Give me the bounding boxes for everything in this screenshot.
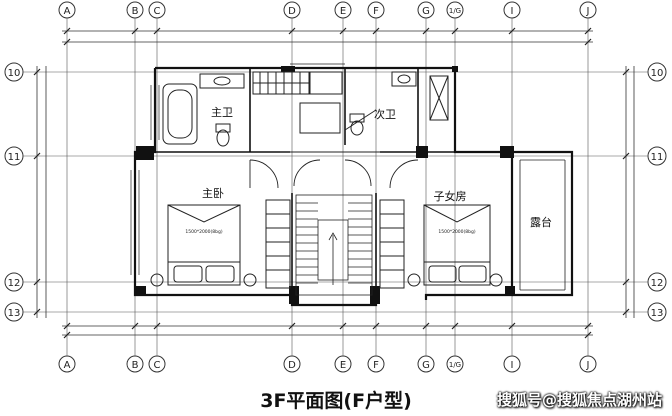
axis-bubble-G-top: G xyxy=(417,1,435,19)
axis-label-D-bottom: D xyxy=(288,360,296,371)
axis-bubble-12-left: 12 xyxy=(4,272,24,292)
room-labels: 主卫 次卫 主卧 子女房 露台 xyxy=(202,106,552,229)
axis-bubble-13-right: 13 xyxy=(647,302,667,322)
axis-label-C-bottom: C xyxy=(154,360,161,371)
axis-bubble-11-right: 11 xyxy=(647,146,667,166)
axis-bubble-E-bottom: E xyxy=(334,355,352,373)
axis-label-A-bottom: A xyxy=(64,360,71,371)
axis-label-B-top: B xyxy=(132,6,139,17)
walls xyxy=(133,66,574,307)
dimension-lines xyxy=(36,30,635,336)
dimension-ticks xyxy=(33,27,630,339)
axis-bubble-I-bottom: I xyxy=(503,355,521,373)
master-bed xyxy=(150,204,257,287)
axis-label-E-bottom: E xyxy=(340,360,346,371)
axis-label-C-top: C xyxy=(154,6,161,17)
axis-bubble-G-bottom: G xyxy=(417,355,435,373)
axis-bubble-12-right: 12 xyxy=(647,272,667,292)
axis-bubble-10-right: 10 xyxy=(647,62,667,82)
axis-label-11-left: 11 xyxy=(8,152,21,163)
second-bath-fixtures xyxy=(349,71,449,136)
axis-label-13-left: 13 xyxy=(8,308,21,319)
axis-label-13-right: 13 xyxy=(651,308,664,319)
wardrobes xyxy=(265,199,405,289)
child-bed-label: 1500*2000(8bg) xyxy=(438,229,475,235)
axis-label-10-right: 10 xyxy=(651,68,664,79)
axis-bubble-E-top: E xyxy=(334,1,352,19)
bathtub xyxy=(162,83,198,145)
axis-bubble-1G-bottom: 1/G xyxy=(446,355,464,373)
axis-bubble-D-top: D xyxy=(283,1,301,19)
bottom-column-markers: A B C D E F G 1/G I J xyxy=(58,355,597,373)
axis-bubble-1G-top: 1/G xyxy=(446,1,464,19)
axis-bubble-F-top: F xyxy=(367,1,385,19)
axis-bubble-A-top: A xyxy=(58,1,76,19)
axis-bubble-11-left: 11 xyxy=(4,146,24,166)
axis-label-11-right: 11 xyxy=(651,152,664,163)
room-label-second-bath: 次卫 xyxy=(374,107,396,121)
axis-label-I-top: I xyxy=(511,6,514,17)
axis-bubble-F-bottom: F xyxy=(367,355,385,373)
axis-label-A-top: A xyxy=(64,6,71,17)
axis-bubble-J-bottom: J xyxy=(579,355,597,373)
axis-label-G-top: G xyxy=(422,6,430,17)
watermark: 搜狐号@搜狐焦点湖州站 xyxy=(496,391,662,409)
room-label-terrace: 露台 xyxy=(530,215,552,229)
child-bed xyxy=(407,204,503,287)
axis-label-F-bottom: F xyxy=(373,360,379,371)
interior-walls xyxy=(155,68,455,300)
axis-bubble-B-bottom: B xyxy=(126,355,144,373)
axis-bubble-C-top: C xyxy=(148,1,166,19)
room-label-master-bedroom: 主卧 xyxy=(202,187,224,200)
top-column-markers: A B C D E F G 1/G I J xyxy=(58,1,597,19)
plan-caption: 3F平面图(F户型) xyxy=(260,390,412,412)
axis-bubble-C-bottom: C xyxy=(148,355,166,373)
axis-bubble-13-left: 13 xyxy=(4,302,24,322)
axis-label-12-right: 12 xyxy=(651,278,664,289)
structural-columns xyxy=(136,66,515,304)
doors xyxy=(249,109,419,189)
sink-master xyxy=(199,73,245,89)
axis-bubble-J-top: J xyxy=(579,1,597,19)
axis-bubble-D-bottom: D xyxy=(283,355,301,373)
windows xyxy=(130,63,345,275)
axis-bubble-B-top: B xyxy=(126,1,144,19)
axis-bubble-10-left: 10 xyxy=(4,62,24,82)
closet-cabinets xyxy=(252,71,343,134)
axis-label-1G-top: 1/G xyxy=(449,7,461,15)
room-label-child-room: 子女房 xyxy=(434,189,467,203)
toilet-master xyxy=(215,123,231,147)
axis-label-B-bottom: B xyxy=(132,360,139,371)
terrace-railing xyxy=(519,159,566,291)
axis-label-J-bottom: J xyxy=(586,360,590,371)
axis-label-E-top: E xyxy=(340,6,346,17)
axis-label-10-left: 10 xyxy=(8,68,21,79)
axis-label-12-left: 12 xyxy=(8,278,21,289)
axis-label-1G-bottom: 1/G xyxy=(449,361,461,369)
axis-label-G-bottom: G xyxy=(422,360,430,371)
axis-bubble-I-top: I xyxy=(503,1,521,19)
axis-label-F-top: F xyxy=(373,6,379,17)
staircase xyxy=(295,194,373,296)
axis-label-D-top: D xyxy=(288,6,296,17)
axis-bubble-A-bottom: A xyxy=(58,355,76,373)
axis-label-I-bottom: I xyxy=(511,360,514,371)
master-bed-label: 1500*2000(8bg) xyxy=(185,229,222,235)
axis-label-J-top: J xyxy=(586,6,590,17)
room-label-master-bath: 主卫 xyxy=(211,106,233,119)
